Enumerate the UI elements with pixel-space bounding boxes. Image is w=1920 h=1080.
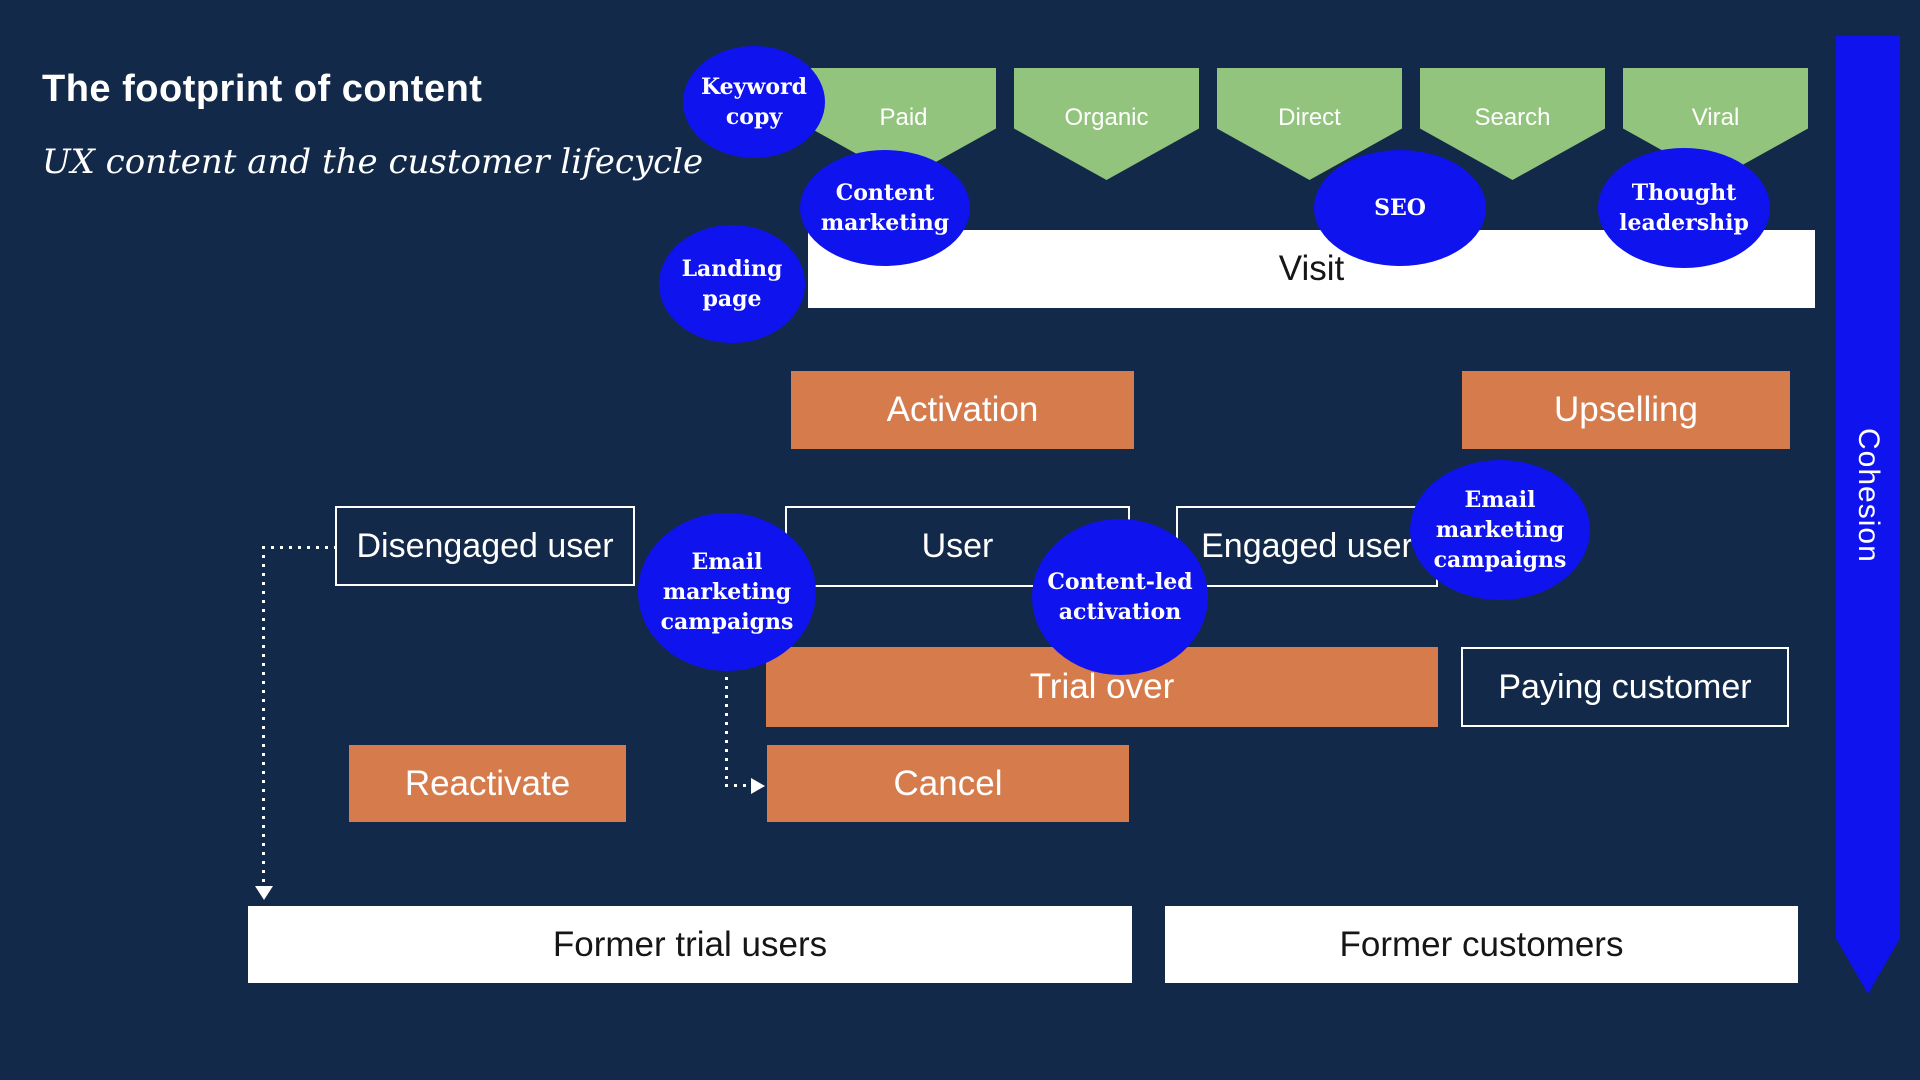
stage-upselling: Upselling xyxy=(1462,371,1790,449)
channel-search-label: Search xyxy=(1474,104,1551,131)
email-marketing-user-line1: Email xyxy=(691,549,763,575)
email-marketing-engaged-line2: marketing xyxy=(1435,517,1565,543)
email-marketing-engaged-line1: Email xyxy=(1464,487,1536,513)
arrow-email-arrowhead-icon xyxy=(751,778,765,794)
channel-paid-label: Paid xyxy=(879,104,928,131)
content-marketing-ellipse: Content marketing xyxy=(800,150,970,266)
thought-leadership-ellipse: Thought leadership xyxy=(1598,148,1770,268)
content-led-activation-ellipse: Content-led activation xyxy=(1032,519,1208,675)
state-disengaged-user: Disengaged user xyxy=(335,506,635,586)
state-engaged-user: Engaged user xyxy=(1176,506,1438,587)
paying-customer-label: Paying customer xyxy=(1498,667,1752,706)
seo-label: SEO xyxy=(1374,195,1426,221)
email-marketing-user-line2: marketing xyxy=(662,579,792,605)
disengaged-user-label: Disengaged user xyxy=(356,526,614,565)
content-led-activation-line1: Content-led xyxy=(1047,569,1193,595)
content-led-activation-line2: activation xyxy=(1058,599,1182,625)
thought-leadership-label-line1: Thought xyxy=(1631,180,1737,206)
engaged-user-label: Engaged user xyxy=(1201,527,1413,565)
user-label: User xyxy=(921,527,994,565)
landing-page-label: Landing page xyxy=(681,256,783,312)
stage-reactivate: Reactivate xyxy=(349,745,626,822)
page-subtitle: UX content and the customer lifecycle xyxy=(42,142,704,182)
landing-page-ellipse: Landing page xyxy=(659,225,805,343)
arrow-disengaged-arrowhead-icon xyxy=(255,886,273,900)
cohesion-ribbon: Cohesion xyxy=(1836,36,1900,994)
arrow-disengaged-vertical-segment xyxy=(262,546,265,886)
keyword-copy-label: Keyword copy xyxy=(700,74,807,130)
channel-organic-label: Organic xyxy=(1064,104,1149,131)
arrow-disengaged-horizontal-segment xyxy=(262,546,335,549)
visit-label: Visit xyxy=(1278,249,1345,288)
cohesion-label: Cohesion xyxy=(1852,428,1885,563)
stage-cancel: Cancel xyxy=(767,745,1129,822)
channel-direct-label: Direct xyxy=(1278,104,1341,131)
former-trial-users-label: Former trial users xyxy=(552,924,828,964)
channel-organic: Organic xyxy=(1014,68,1199,180)
former-trial-users-bar: Former trial users xyxy=(248,906,1132,983)
arrow-email-horizontal-segment xyxy=(725,784,752,787)
seo-ellipse: SEO xyxy=(1314,150,1486,266)
former-customers-bar: Former customers xyxy=(1165,906,1798,983)
state-paying-customer: Paying customer xyxy=(1461,647,1789,727)
keyword-copy-ellipse: Keyword copy xyxy=(683,46,825,158)
content-marketing-label-line2: marketing xyxy=(820,210,950,236)
cancel-label: Cancel xyxy=(893,763,1003,803)
activation-label: Activation xyxy=(886,390,1039,429)
thought-leadership-label-line2: leadership xyxy=(1619,210,1749,236)
content-marketing-label-line1: Content xyxy=(835,180,935,206)
email-marketing-user-line3: campaigns xyxy=(660,609,794,635)
upselling-label: Upselling xyxy=(1554,390,1698,429)
email-marketing-engaged-line3: campaigns xyxy=(1433,547,1567,573)
email-marketing-engaged-ellipse: Email marketing campaigns xyxy=(1410,460,1590,600)
channel-viral-label: Viral xyxy=(1691,104,1740,131)
email-marketing-user-ellipse: Email marketing campaigns xyxy=(638,513,816,671)
former-customers-label: Former customers xyxy=(1339,924,1624,964)
stage-activation: Activation xyxy=(791,371,1134,449)
reactivate-label: Reactivate xyxy=(404,763,571,803)
page-title: The footprint of content xyxy=(42,68,483,110)
arrow-email-vertical-segment xyxy=(725,668,728,786)
